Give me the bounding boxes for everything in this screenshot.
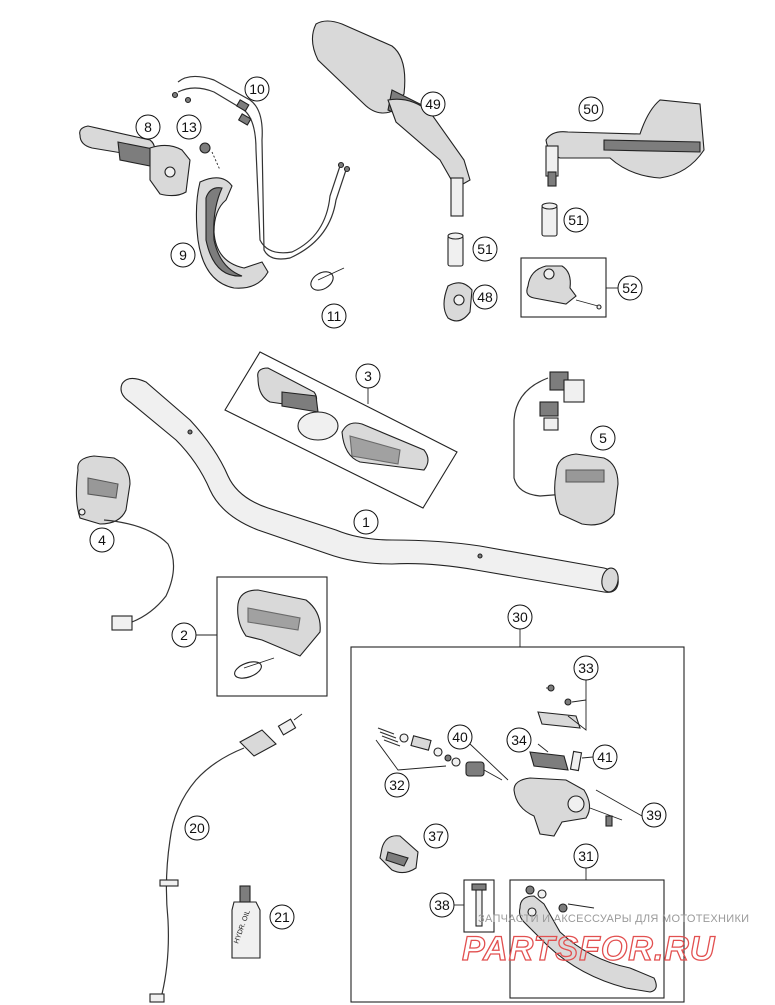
callout-52-label: 52 bbox=[622, 280, 638, 296]
master-cylinder-body bbox=[513, 777, 643, 837]
part-10-throttle-cables bbox=[171, 75, 351, 260]
callout-11-label: 11 bbox=[327, 308, 342, 324]
callout-10: 10 bbox=[244, 76, 270, 102]
part-40-piston bbox=[451, 743, 509, 781]
part-33-cover bbox=[537, 670, 587, 731]
callout-8-label: 8 bbox=[144, 119, 152, 135]
part-49-mirror bbox=[311, 20, 471, 217]
callout-8: 8 bbox=[135, 114, 161, 140]
callout-9-label: 9 bbox=[179, 247, 187, 263]
callout-21: 21 bbox=[269, 904, 295, 930]
callout-39-label: 39 bbox=[646, 807, 662, 823]
part-30-master-cylinder-frame bbox=[350, 628, 685, 1003]
part-21-oil-bottle: HYDR. OIL bbox=[231, 885, 261, 959]
callout-48: 48 bbox=[472, 284, 498, 310]
part-4-left-switch bbox=[75, 455, 175, 631]
part-51-adapter-left bbox=[447, 232, 464, 267]
callout-41: 41 bbox=[581, 744, 618, 770]
callout-1: 1 bbox=[353, 509, 379, 535]
callout-33-label: 33 bbox=[578, 660, 594, 676]
part-3-grips-set bbox=[224, 351, 458, 509]
callout-34: 34 bbox=[506, 727, 532, 753]
part-50-mirror bbox=[545, 99, 705, 187]
callout-52: 52 bbox=[606, 275, 643, 301]
callout-2-label: 2 bbox=[180, 627, 188, 643]
callout-39: 39 bbox=[641, 802, 667, 828]
watermark-caption: ЗАПЧАСТИ И АКСЕССУАРЫ ДЛЯ МОТОТЕХНИКИ bbox=[478, 913, 749, 925]
callout-32: 32 bbox=[384, 772, 410, 798]
callout-4: 4 bbox=[89, 527, 115, 553]
part-20-brake-line bbox=[149, 713, 303, 1003]
callout-30-label: 30 bbox=[512, 609, 528, 625]
callout-20-label: 20 bbox=[189, 820, 205, 836]
callout-51-left: 51 bbox=[472, 236, 498, 262]
callout-21-label: 21 bbox=[274, 909, 290, 925]
callout-10-label: 10 bbox=[249, 81, 265, 97]
part-1-handlebar bbox=[120, 377, 619, 593]
part-2-protector-set bbox=[216, 576, 328, 697]
callout-11: 11 bbox=[321, 303, 347, 329]
part-9-guard bbox=[195, 177, 269, 289]
part-8-throttle-grip bbox=[79, 125, 191, 197]
callout-2: 2 bbox=[171, 622, 217, 648]
callout-40-label: 40 bbox=[452, 729, 468, 745]
part-52-clamp-set bbox=[520, 257, 607, 318]
callout-51-left-label: 51 bbox=[477, 241, 493, 257]
callout-50: 50 bbox=[578, 96, 604, 122]
callout-38: 38 bbox=[429, 892, 464, 918]
part-11-cable-tie bbox=[310, 267, 345, 291]
callout-38-label: 38 bbox=[434, 897, 450, 913]
callout-30: 30 bbox=[507, 604, 533, 630]
part-31-lever-set bbox=[509, 867, 665, 999]
callout-33: 33 bbox=[573, 655, 599, 681]
part-32-spring-set bbox=[375, 727, 452, 771]
callout-5-label: 5 bbox=[599, 430, 607, 446]
callout-37-label: 37 bbox=[428, 828, 444, 844]
callout-5: 5 bbox=[590, 425, 616, 451]
part-13-screw bbox=[199, 142, 221, 171]
callout-20: 20 bbox=[184, 815, 210, 841]
callout-13: 13 bbox=[176, 114, 202, 140]
callout-31-label: 31 bbox=[578, 848, 594, 864]
callout-50-label: 50 bbox=[583, 101, 599, 117]
callout-48-label: 48 bbox=[477, 289, 493, 305]
callout-3: 3 bbox=[355, 363, 381, 404]
callout-51-right: 51 bbox=[563, 207, 589, 233]
part-5-right-switch bbox=[513, 371, 619, 526]
part-37-cap bbox=[379, 835, 419, 874]
part-48-clamp bbox=[443, 282, 473, 322]
watermark: ЗАПЧАСТИ И АКСЕССУАРЫ ДЛЯ МОТОТЕХНИКИ PA… bbox=[461, 913, 749, 969]
callout-40: 40 bbox=[447, 724, 473, 750]
callout-51-right-label: 51 bbox=[568, 212, 584, 228]
callout-49: 49 bbox=[420, 91, 446, 117]
callout-13-label: 13 bbox=[181, 119, 197, 135]
callout-34-label: 34 bbox=[511, 732, 527, 748]
watermark-brand: PARTSFOR.RU bbox=[462, 930, 716, 968]
part-34-diaphragm bbox=[529, 743, 569, 771]
callout-3-label: 3 bbox=[364, 368, 372, 384]
callout-37: 37 bbox=[423, 823, 449, 849]
callout-9: 9 bbox=[170, 242, 196, 268]
part-51-adapter-right bbox=[541, 202, 558, 237]
part-41-pin bbox=[569, 750, 583, 772]
callout-4-label: 4 bbox=[98, 532, 106, 548]
part-38-bolt bbox=[463, 879, 495, 933]
callout-49-label: 49 bbox=[425, 96, 441, 112]
callout-31: 31 bbox=[573, 843, 599, 869]
callout-32-label: 32 bbox=[389, 777, 405, 793]
callout-41-label: 41 bbox=[597, 749, 613, 765]
callout-1-label: 1 bbox=[362, 514, 370, 530]
